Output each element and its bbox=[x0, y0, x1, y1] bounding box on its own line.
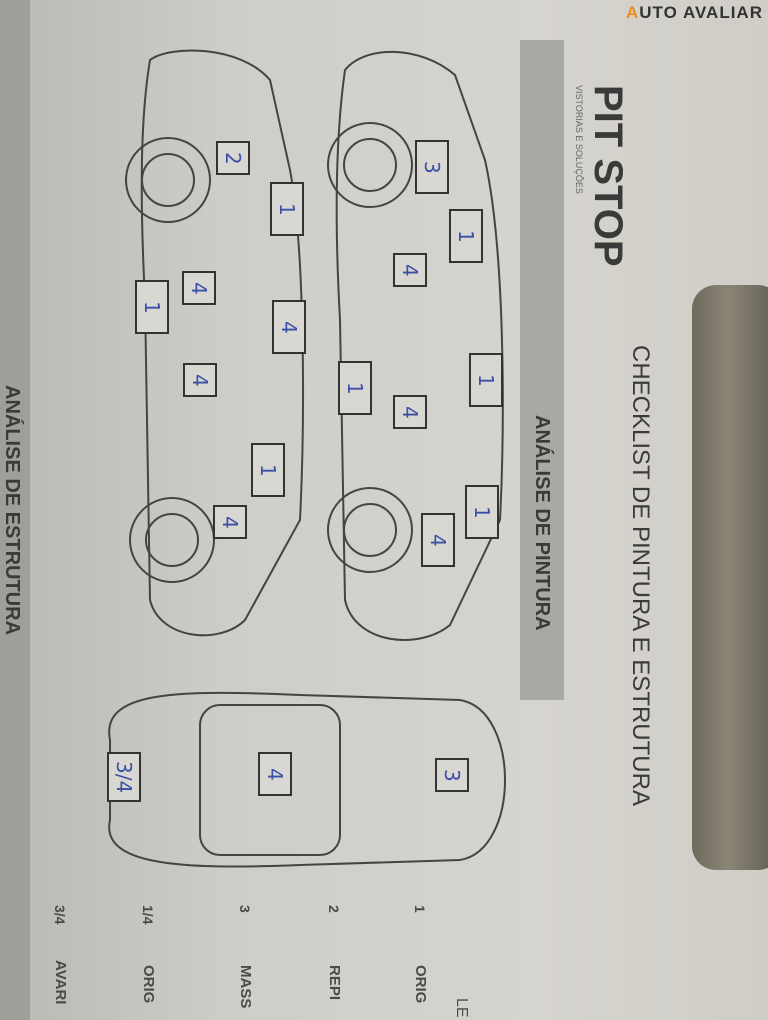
damage-box: 4 bbox=[421, 513, 455, 567]
logo-tagline: VISTORIAS E SOLUÇÕES bbox=[574, 85, 584, 194]
damage-box: 3/4 bbox=[107, 752, 141, 802]
paint-section-band bbox=[520, 40, 564, 700]
legend-label: ORIG bbox=[140, 965, 157, 1004]
paint-section-title: ANÁLISE DE PINTURA bbox=[531, 415, 553, 631]
top-car-outline bbox=[108, 691, 506, 868]
legend-code: 2 bbox=[326, 905, 342, 913]
legend-label: ORIG bbox=[412, 965, 429, 1004]
legend-label: AVARI bbox=[52, 960, 69, 1005]
damage-box: 4 bbox=[258, 752, 292, 796]
damage-box: 1 bbox=[135, 280, 169, 334]
wheel-icon bbox=[327, 487, 413, 573]
legend-label: MASS bbox=[237, 965, 254, 1009]
metal-object bbox=[692, 285, 768, 870]
legend-code: 1 bbox=[412, 905, 428, 913]
damage-box: 4 bbox=[183, 363, 217, 397]
damage-box: 1 bbox=[270, 182, 304, 236]
damage-box: 1 bbox=[449, 209, 483, 263]
damage-box: 1 bbox=[338, 361, 372, 415]
legend-code: 3/4 bbox=[52, 905, 68, 925]
legend-code: 1/4 bbox=[140, 905, 156, 925]
wheel-icon bbox=[125, 137, 211, 223]
damage-box: 3 bbox=[435, 758, 469, 792]
damage-box: 1 bbox=[465, 485, 499, 539]
damage-box: 1 bbox=[251, 443, 285, 497]
legend-code: 3 bbox=[237, 905, 253, 913]
damage-box: 3 bbox=[415, 140, 449, 194]
legend-label: REPI bbox=[326, 965, 343, 1001]
damage-box: 4 bbox=[272, 300, 306, 354]
damage-box: 4 bbox=[393, 253, 427, 287]
damage-box: 4 bbox=[393, 395, 427, 429]
structure-section-title: ANÁLISE DE ESTRUTURA bbox=[1, 385, 23, 636]
page-title: CHECKLIST DE PINTURA E ESTRUTURA bbox=[627, 345, 654, 806]
logo-pit-stop: PIT STOP bbox=[586, 85, 630, 267]
legend-header: LE bbox=[453, 998, 470, 1018]
side-car-2-outline bbox=[335, 50, 504, 641]
auto-avaliar-watermark: AUTO AVALIAR bbox=[626, 3, 763, 22]
structure-section-band bbox=[0, 0, 30, 1020]
wheel-icon bbox=[327, 122, 413, 208]
side-car-1-outline bbox=[140, 49, 304, 637]
damage-box: 4 bbox=[213, 505, 247, 539]
damage-box: 2 bbox=[216, 141, 250, 175]
damage-box: 1 bbox=[469, 353, 503, 407]
damage-box: 4 bbox=[182, 271, 216, 305]
wheel-icon bbox=[129, 497, 215, 583]
